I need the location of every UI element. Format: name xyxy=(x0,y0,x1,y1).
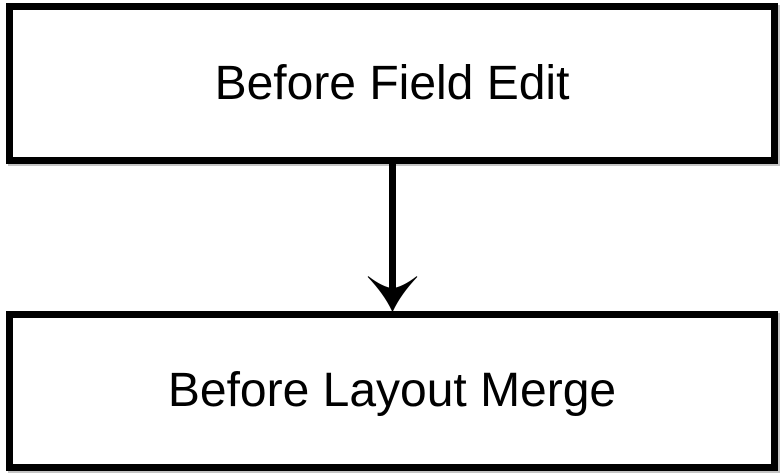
node-before-layout-merge: Before Layout Merge xyxy=(6,311,778,471)
node-before-field-edit: Before Field Edit xyxy=(6,3,778,164)
node-label: Before Field Edit xyxy=(214,56,570,110)
arrowhead-down-icon xyxy=(367,276,418,313)
node-label: Before Layout Merge xyxy=(167,364,617,417)
